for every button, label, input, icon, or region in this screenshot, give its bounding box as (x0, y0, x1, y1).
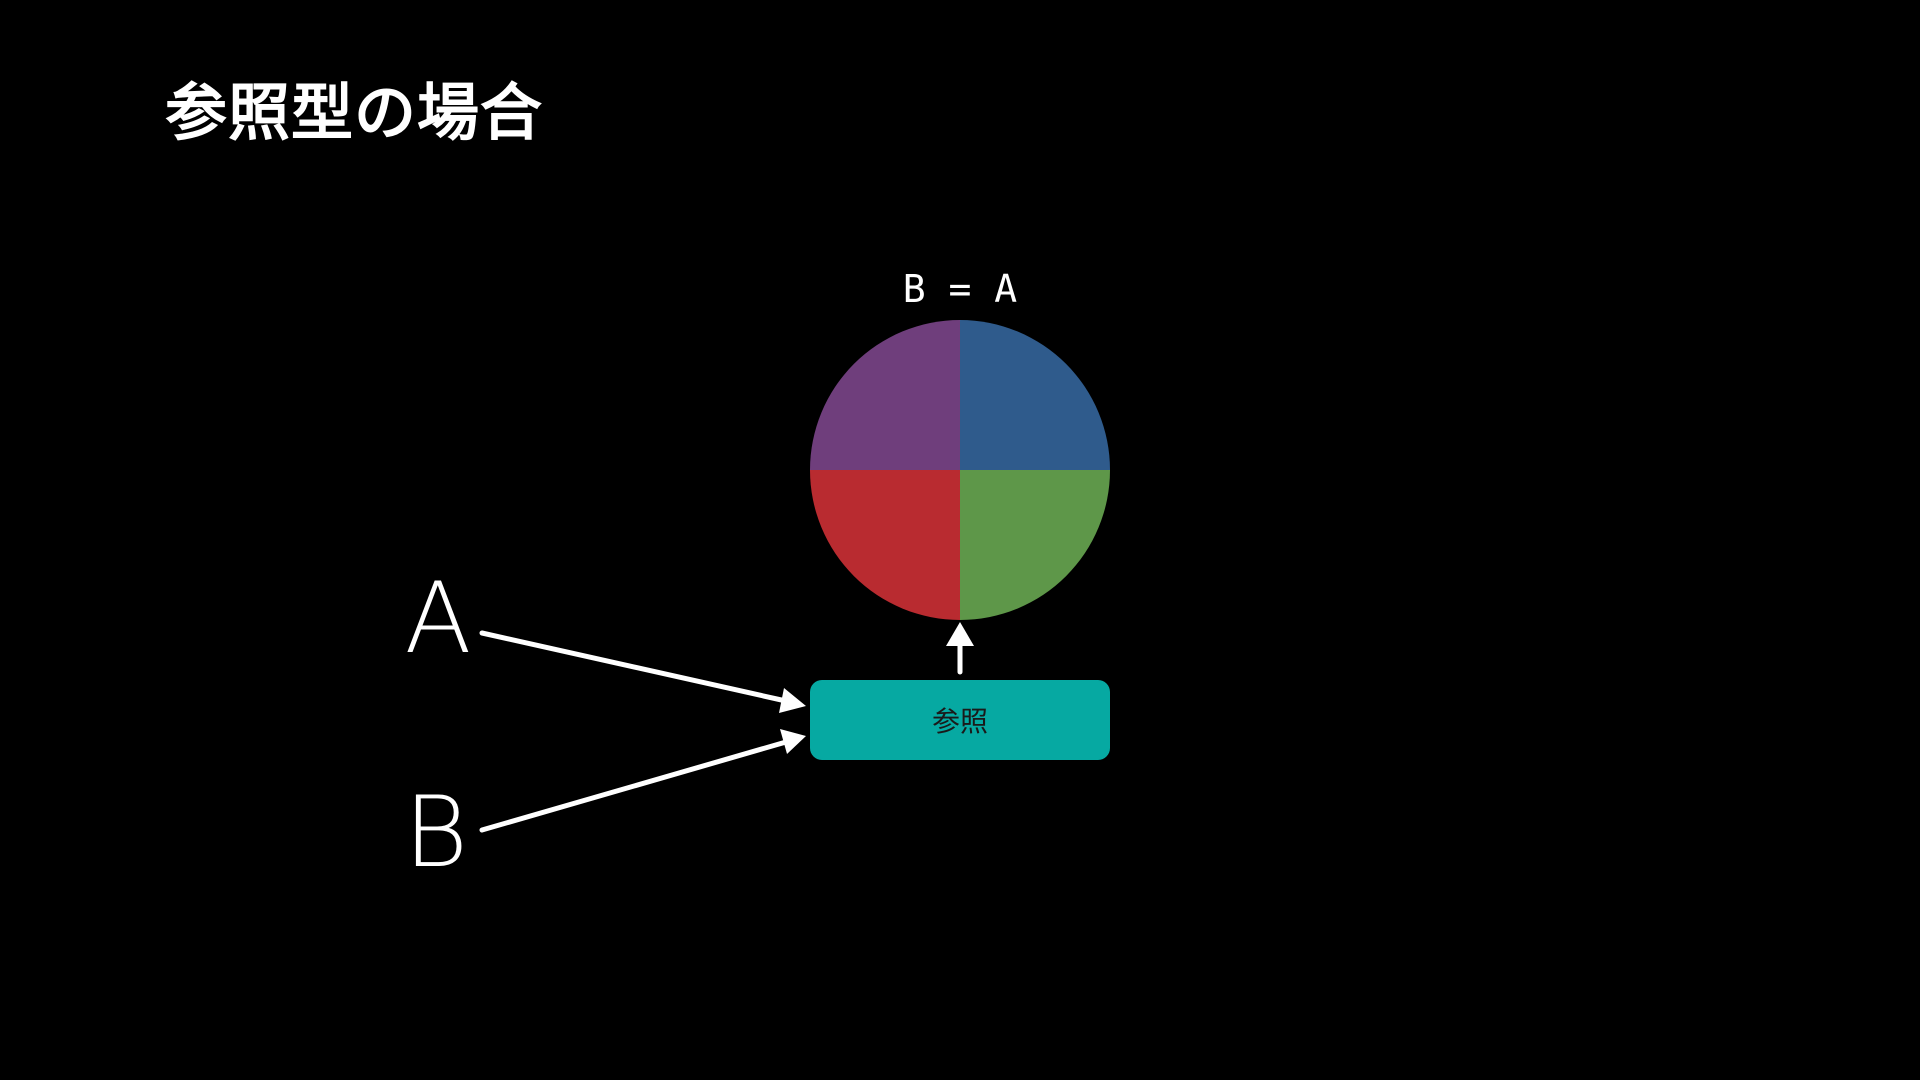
arrow-b-to-reference (479, 729, 806, 833)
quadrant-bottom-left (810, 470, 960, 620)
object-circle (810, 320, 1110, 620)
reference-to-object-arrow (946, 622, 974, 675)
assignment-expression-label: B = A (903, 267, 1018, 311)
reference-box-label: 参照 (932, 705, 988, 738)
arrow-a-to-reference (479, 630, 806, 713)
quadrant-bottom-right (960, 470, 1110, 620)
quadrant-top-right (960, 320, 1110, 470)
reference-box: 参照 (810, 680, 1110, 760)
variable-b-label: B (404, 776, 468, 890)
slide-title: 参照型の場合 (165, 76, 544, 149)
quadrant-top-left (810, 320, 960, 470)
variable-a-label: A (404, 562, 471, 676)
reference-box-shape (810, 680, 1110, 760)
